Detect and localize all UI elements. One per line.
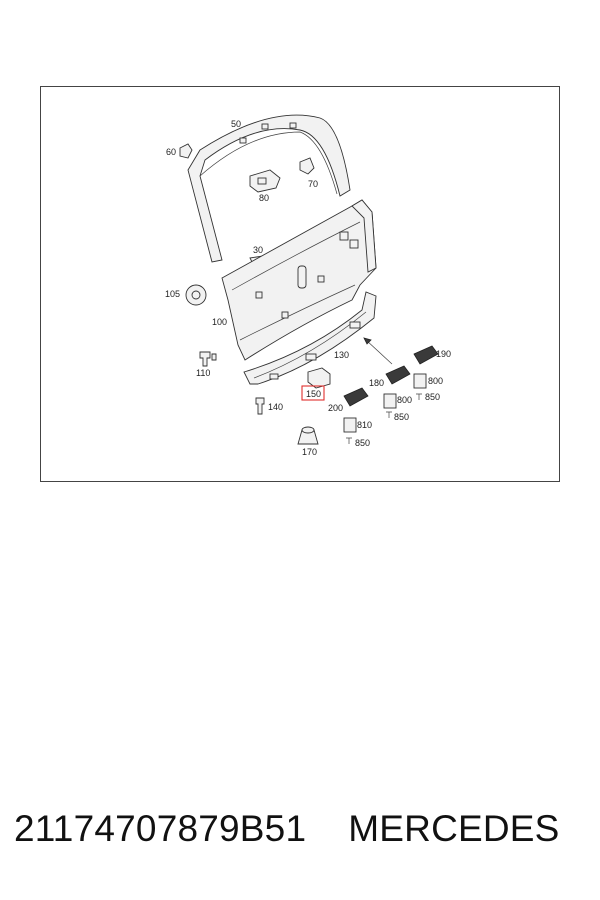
highlight-box-150 [301, 385, 325, 401]
upper-trim-panel [187, 114, 351, 263]
callout-170: 170 [302, 447, 317, 457]
connector-810 [343, 417, 357, 433]
screw-140 [255, 397, 265, 415]
switch-190 [413, 345, 439, 365]
callout-850-c: 850 [355, 438, 370, 448]
diagram-frame [40, 86, 560, 482]
callout-850-a: 850 [425, 392, 440, 402]
callout-200: 200 [328, 403, 343, 413]
bracket-70 [299, 157, 315, 175]
callout-110: 110 [196, 368, 210, 378]
callout-140: 140 [268, 402, 283, 412]
pin-850-c [346, 437, 352, 444]
pin-850-b [386, 411, 392, 418]
screw-110 [199, 351, 211, 367]
callout-80: 80 [259, 193, 269, 203]
callout-180: 180 [369, 378, 384, 388]
callout-100: 100 [212, 317, 227, 327]
part-number: 21174707879B51 [14, 808, 307, 849]
pin-850-a [416, 393, 422, 400]
callout-105: 105 [165, 289, 180, 299]
callout-130: 130 [334, 350, 349, 360]
lower-handle-trim-130 [243, 291, 377, 385]
callout-800-b: 800 [397, 395, 412, 405]
callout-60: 60 [166, 147, 176, 157]
footer-caption: 21174707879B51 MERCEDES [14, 808, 590, 858]
callout-150: 150 [306, 389, 321, 399]
callout-190: 190 [436, 349, 451, 359]
callout-810: 810 [357, 420, 372, 430]
switch-200 [343, 387, 369, 407]
connector-800-a [413, 373, 427, 389]
callout-50: 50 [231, 119, 241, 129]
callout-800-a: 800 [428, 376, 443, 386]
clip-60 [179, 143, 193, 159]
callout-850-b: 850 [394, 412, 409, 422]
direction-arrow [365, 339, 393, 365]
brand-name: MERCEDES [348, 808, 560, 849]
bracket-150 [307, 367, 331, 389]
callout-30: 30 [253, 245, 263, 255]
callout-70: 70 [308, 179, 318, 189]
switch-180 [385, 365, 411, 385]
connector-800-b [383, 393, 397, 409]
